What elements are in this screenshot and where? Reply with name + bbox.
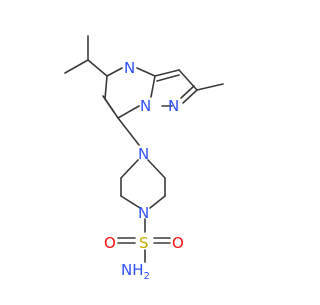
bond-c3a-n-bridge	[150, 75, 156, 98]
bonds	[64, 35, 224, 244]
atom-n-piperazine-top: N	[138, 145, 149, 163]
amine-subscript: 2	[144, 271, 150, 282]
bond-c6-c5	[104, 75, 108, 100]
bond-c5-n4	[106, 67, 123, 77]
bond-c2-n-pyrazole	[182, 89, 198, 104]
bond-c3a-c3-double	[156, 74, 180, 82]
extra-bonds	[117, 237, 136, 244]
bond-isopropyl-to-ring	[87, 59, 108, 77]
structure-canvas: N N N N N S O O NH2	[64, 35, 224, 282]
atom-labels: N N N N N S O O NH2	[104, 59, 184, 282]
bond-pip-c-n4-right	[149, 195, 166, 209]
atom-oxygen-right: O	[172, 234, 184, 252]
bond-c2-n-pyrazole-double	[180, 85, 195, 99]
atom-sulfur: S	[139, 234, 149, 252]
bond-pip-n1-c-right	[147, 159, 166, 179]
atom-n-pyrimidine: N	[124, 59, 135, 77]
bond-c7-piperazine	[117, 117, 140, 146]
atom-amine: NH2	[121, 261, 150, 282]
bond-n-bridge-c7	[117, 105, 140, 119]
bond-c3a-c3	[154, 69, 180, 77]
bond-n4-c3a	[136, 67, 156, 77]
molecule-drawing: N N N N N S O O NH2	[64, 35, 224, 282]
atom-n-piperazine-bottom: N	[138, 204, 149, 222]
bond-c2-methyl	[196, 83, 224, 91]
atom-n-bridge: N	[140, 97, 151, 115]
bond-c3-c2	[178, 69, 198, 91]
amine-label: NH	[121, 261, 144, 279]
bond-isopropyl-ch3-left	[64, 59, 89, 74]
atom-n-pyrazole: N	[168, 97, 179, 115]
bond-pip-n4-c-left	[120, 195, 141, 209]
atom-oxygen-left: O	[104, 234, 116, 252]
bond-pip-c-left-n1	[120, 159, 139, 179]
